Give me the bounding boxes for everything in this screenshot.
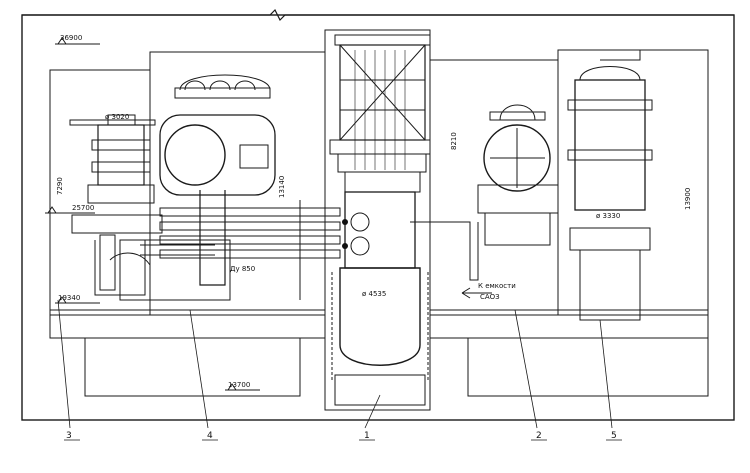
dim-right-height: 13900: [684, 188, 692, 210]
left-tank: [69, 114, 163, 296]
callout-2: 2: [536, 431, 542, 441]
callout-1: 1: [364, 431, 370, 441]
callouts: 3 4 1 2 5: [64, 431, 622, 441]
dim-center-height: 8210: [450, 132, 458, 150]
right-tank: [567, 50, 653, 321]
steam-generator-left: [159, 74, 276, 196]
concrete-structure: [21, 8, 735, 421]
loop-pipe-left: [99, 190, 231, 301]
elevation-lower: 19340: [58, 294, 80, 302]
elevation-bottom: 13700: [228, 381, 250, 389]
callout-3: 3: [66, 431, 72, 441]
dim-vessel-diameter: ø 4535: [362, 290, 386, 298]
main-pipes: [159, 200, 479, 300]
reactor: [329, 34, 431, 406]
dim-right-tank-diameter: ø 3330: [596, 212, 620, 220]
callout-5: 5: [611, 431, 617, 441]
dim-left-height: 7290: [56, 177, 64, 195]
callout-leaders: [57, 299, 613, 429]
callout-4: 4: [207, 431, 213, 441]
dim-center-height-b: 13140: [278, 176, 286, 198]
drain-note: К емкости САОЗ: [461, 282, 516, 301]
steam-generator-right: [477, 104, 559, 246]
dim-left-tank-diameter: ø 3020: [105, 113, 129, 121]
elevation-top: 36900: [60, 34, 82, 42]
dim-pipe-diameter: Дy 850: [230, 265, 255, 273]
elevation-marks: 36900 25700 19340 13700: [45, 34, 260, 391]
drain-note-line1: К емкости: [478, 282, 516, 290]
drain-note-line2: САОЗ: [480, 293, 500, 301]
dimension-labels: ø 3020 7290 Дy 850 ø 4535 8210 13140 ø 3…: [56, 113, 692, 298]
elevation-upper: 25700: [72, 204, 94, 212]
